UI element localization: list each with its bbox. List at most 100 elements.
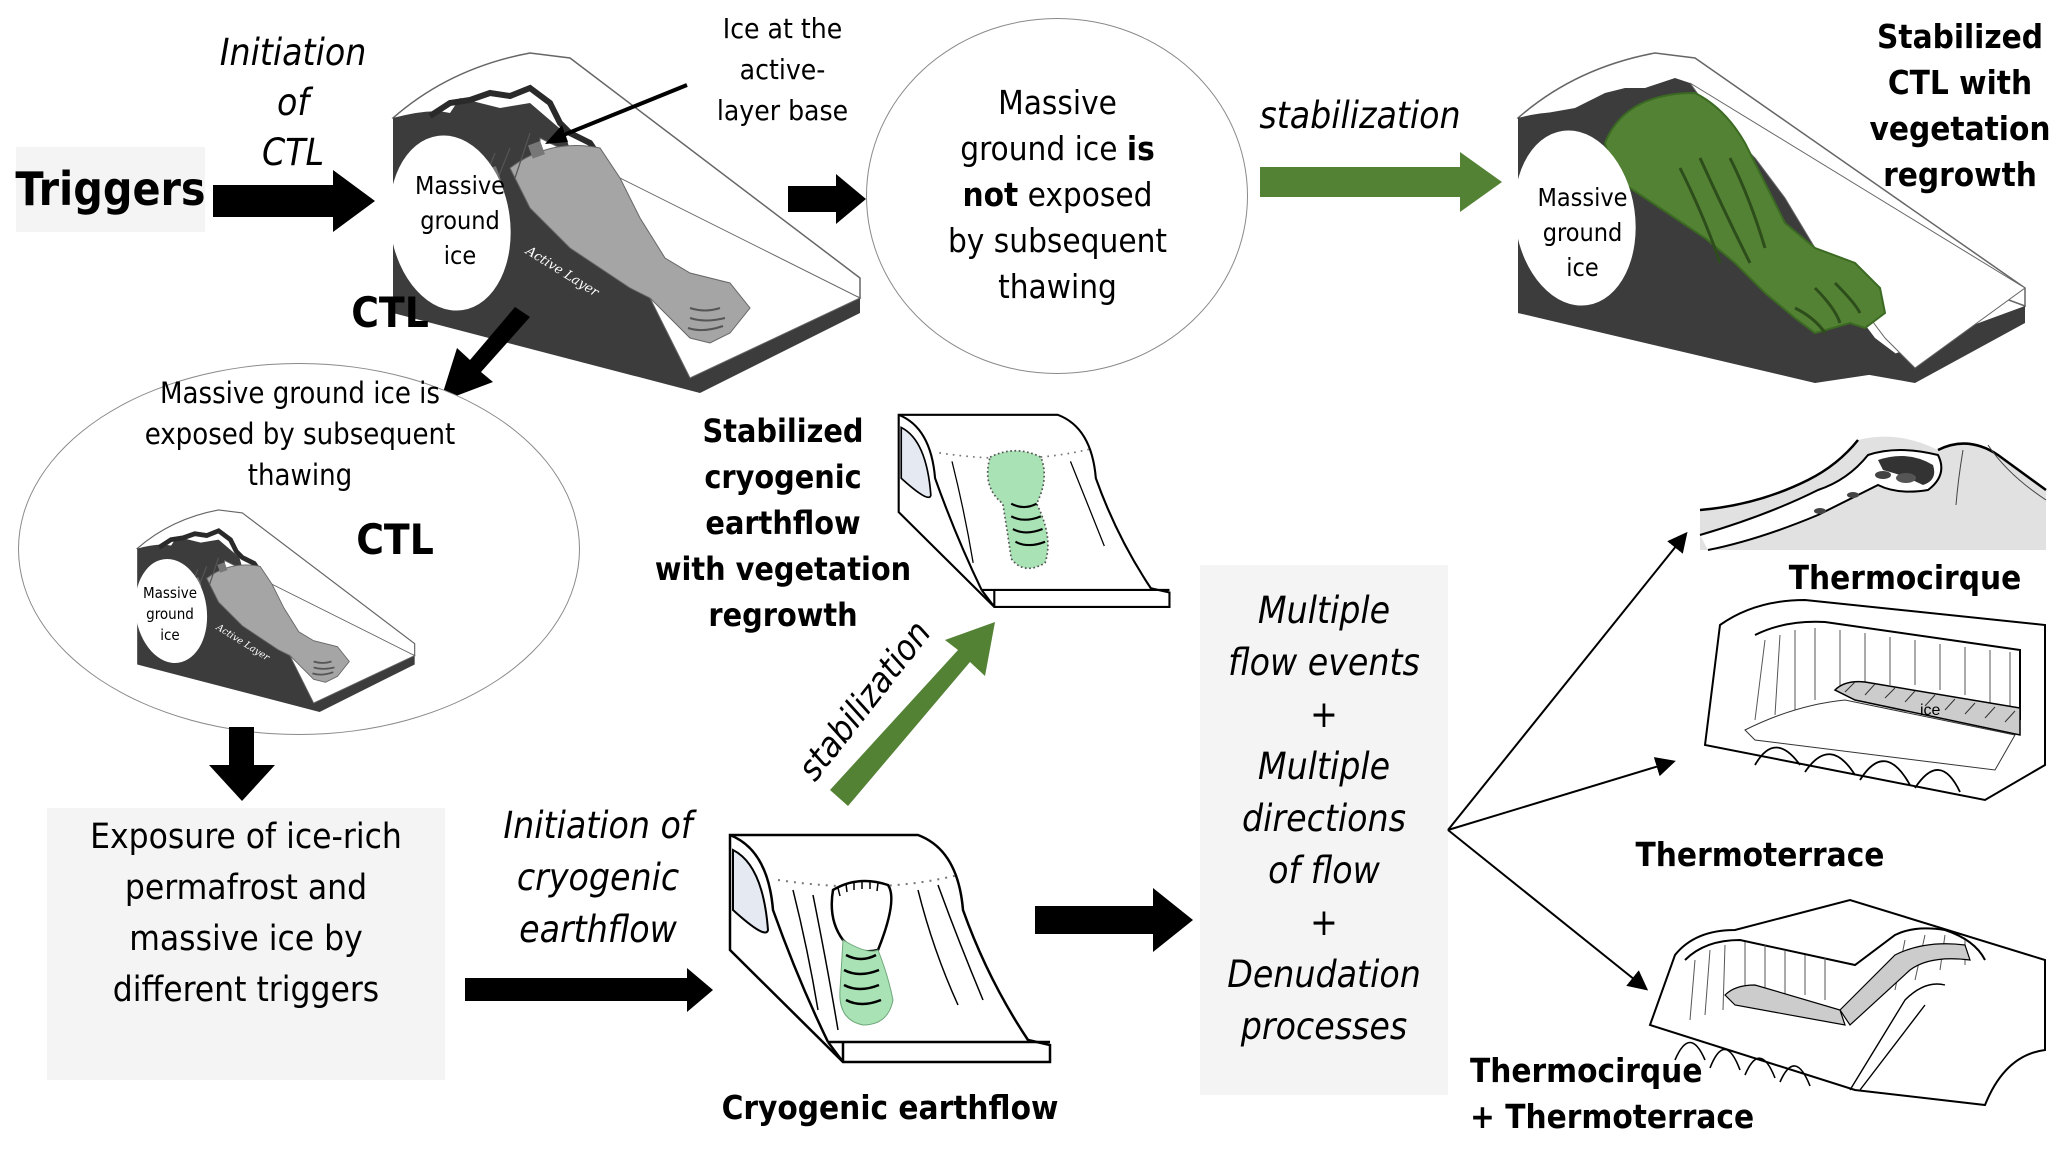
- multiple-line: directions: [1242, 797, 1406, 840]
- not-exposed-line: Massive: [998, 83, 1117, 122]
- lobe-lines: [312, 660, 335, 676]
- hollow-spot: [1896, 473, 1916, 483]
- multiple-line: +: [1310, 901, 1338, 944]
- stabilized-ctl-line: Stabilized: [1876, 17, 2044, 56]
- initiation-earthflow-line: cryogenic: [516, 856, 680, 899]
- lobe-arches: [1674, 1041, 1811, 1087]
- multiple-line: of flow: [1268, 849, 1380, 892]
- block-base: [827, 1040, 1050, 1063]
- thermocirque-label: Thermocirque: [1788, 558, 2022, 597]
- not-exposed-circle: [866, 18, 1248, 374]
- ice-callout-line: active-: [739, 53, 826, 86]
- ice-callout-label: Ice at the active- layer base: [700, 8, 865, 131]
- vegetation-lines: [1678, 157, 1862, 334]
- stabilized-ctl-line: vegetation: [1869, 109, 2051, 148]
- thermoterrace-label: Thermoterrace: [1635, 835, 1885, 874]
- massive-ice-ellipse: [389, 135, 511, 311]
- stabilized-ctl-line: regrowth: [1883, 155, 2037, 194]
- ice-callout-line: Ice at the: [722, 12, 843, 45]
- exposure-box: [47, 808, 445, 1080]
- green-arrow-stabilization-top: [1260, 152, 1502, 212]
- ice-band-2: [1839, 943, 1971, 1026]
- multiple-line: flow events: [1228, 641, 1420, 684]
- flow-tongue: [206, 564, 350, 683]
- hollow-spot: [1875, 471, 1891, 479]
- ice-label-line: ground: [146, 605, 194, 623]
- exposed-line: exposed by subsequent: [144, 417, 456, 451]
- exposed-line: Massive ground ice is: [159, 376, 441, 410]
- multiple-line: Multiple: [1257, 589, 1391, 632]
- combined-line: + Thermoterrace: [1470, 1097, 1755, 1136]
- multiple-line: Denudation: [1227, 953, 1421, 996]
- stabilized-earthflow-line: Stabilized: [702, 412, 864, 450]
- ice-label-line: ground: [420, 206, 500, 235]
- ice-label-line: ice: [160, 626, 180, 644]
- stabilized-ctl-line: CTL with: [1887, 63, 2033, 102]
- exposed-ctl-block-diagram: Active Layer: [134, 509, 416, 712]
- crown-dotted-line: [777, 874, 959, 888]
- arrow-shape: [830, 622, 995, 806]
- thermoterrace-diagram: ice: [1703, 598, 2046, 802]
- hollow-spot: [1847, 492, 1859, 498]
- slope-lines: [792, 884, 984, 1031]
- ice-label-line: Massive: [414, 171, 506, 200]
- ice-label-line: ground: [1542, 218, 1623, 247]
- not-exposed-text-part: exposed: [1018, 175, 1153, 214]
- terrace-floor: [1744, 699, 2016, 771]
- arrow-to-thermoterrace: [1447, 757, 1676, 831]
- arrow-exposure-to-earthflow: [465, 968, 713, 1012]
- inner-wall: [1754, 620, 2021, 720]
- combined-label: Thermocirque + Thermoterrace: [1470, 1048, 1760, 1140]
- initiation-ctl-line: CTL: [261, 131, 325, 174]
- arrow-shape: [1260, 152, 1502, 212]
- terrain-ridge: [1699, 439, 2047, 512]
- ice-window: [732, 848, 770, 934]
- multiple-processes-text: Multiple flow events + Multiple directio…: [1200, 585, 1448, 1053]
- thermocirque-diagram: [1699, 436, 2047, 551]
- multiple-line: +: [1310, 693, 1338, 736]
- stabilized-block-ice-label: Massive ground ice: [1520, 180, 1645, 285]
- ice-label-line: ice: [1566, 253, 1599, 282]
- wall-striations: [1754, 628, 2011, 721]
- arrow-triggers-to-ctl: [213, 170, 375, 232]
- ice-callout-line: layer base: [716, 94, 849, 127]
- stabilized-ctl-block-diagram: [1514, 52, 2026, 383]
- initiation-earthflow-label: Initiation of cryogenic earthflow: [478, 800, 718, 956]
- exposed-line: thawing: [247, 458, 353, 492]
- arrow-shape: [209, 727, 275, 801]
- exposure-line: different triggers: [112, 970, 380, 1010]
- exposure-text: Exposure of ice-rich permafrost and mass…: [47, 812, 445, 1016]
- not-exposed-text: Massive ground ice is not exposed by sub…: [880, 80, 1235, 310]
- stabilized-earthflow-diagram: [897, 413, 1171, 608]
- stabilization-top-label: stabilization: [1259, 94, 1461, 137]
- vegetated-scar: [986, 449, 1049, 570]
- arrow-ctl-to-not-exposed: [788, 174, 866, 224]
- arrow-exposed-to-exposure: [209, 727, 275, 801]
- lobe-arches: [1754, 746, 1961, 793]
- initiation-earthflow-line: Initiation of: [503, 804, 693, 847]
- ice-label-line: ice: [443, 241, 477, 270]
- scar-ticks: [837, 881, 879, 897]
- vegetation-tongue: [1603, 91, 1887, 335]
- exposed-ice-label: Massive ground ice: [130, 583, 210, 646]
- combined-line: Thermocirque: [1470, 1051, 1703, 1090]
- lobe-lines: [843, 953, 882, 1006]
- arrow-earthflow-to-multiple: [1035, 888, 1193, 952]
- initiation-ctl-line: Initiation: [219, 31, 367, 74]
- outcome-fan-arrows: [1447, 531, 1688, 991]
- cirque-hollow: [1878, 456, 1935, 485]
- initiation-earthflow-line: earthflow: [519, 908, 677, 951]
- crown-dotted-line: [939, 447, 1092, 460]
- ice-hatching: [1844, 681, 2016, 723]
- ctl-block-diagram: Active Layer: [389, 52, 862, 393]
- ice-label-line: Massive: [142, 584, 198, 602]
- multiple-line: processes: [1240, 1005, 1408, 1048]
- block-base: [980, 588, 1170, 608]
- ice-pod: [527, 141, 545, 159]
- arrow-ctl-to-exposed: [440, 307, 530, 402]
- ice-callout-pointer: [545, 83, 688, 144]
- lobe-lines: [1010, 502, 1046, 547]
- arrow-shape: [440, 307, 530, 402]
- stabilized-earthflow-line: regrowth: [708, 596, 858, 634]
- stabilized-ctl-label: Stabilized CTL with vegetation regrowth: [1865, 14, 2055, 198]
